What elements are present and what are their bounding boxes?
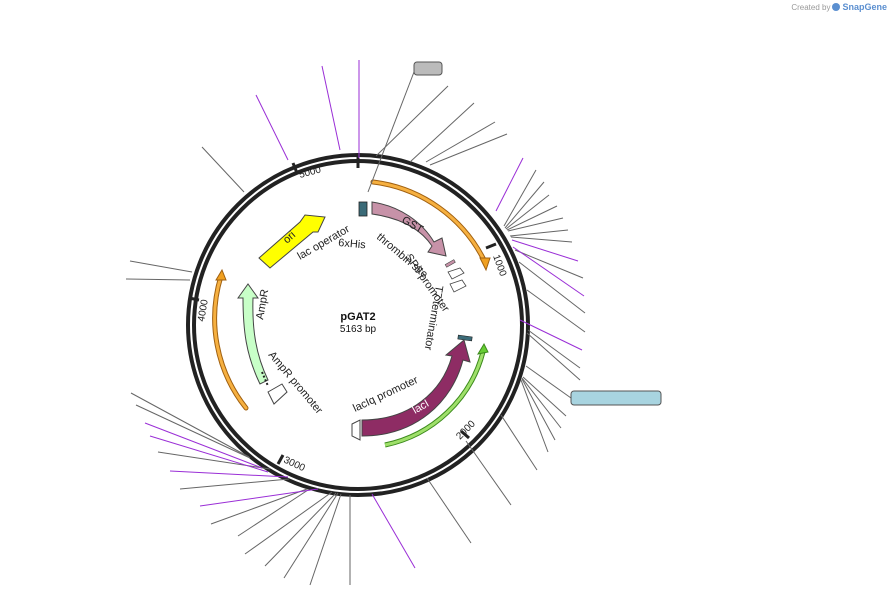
- ori-feature[interactable]: [258, 214, 326, 269]
- sp6-promoter-feature-2[interactable]: [449, 279, 467, 293]
- credit-prefix: Created by: [791, 3, 831, 12]
- plasmid-name: pGAT2: [340, 311, 375, 323]
- cap-binding-site-box[interactable]: [570, 390, 662, 406]
- orange-arcs: [212, 179, 491, 411]
- site-labels: [413, 61, 662, 406]
- leader-36: [201, 146, 245, 193]
- primer-leader-3: [495, 157, 524, 212]
- leader-35: [129, 260, 193, 273]
- leader-13: [526, 289, 586, 333]
- leader-24: [309, 493, 342, 586]
- leader-34: [125, 278, 191, 281]
- leader-10: [510, 236, 573, 243]
- rbs-leader: [367, 71, 415, 193]
- tick-1000: [485, 242, 497, 250]
- leader-9: [509, 229, 569, 237]
- leader-15: [526, 332, 581, 381]
- plasmid-size: 5163 bp: [340, 324, 377, 335]
- credit-brand: SnapGene: [842, 2, 887, 12]
- leader-lines: [125, 60, 586, 586]
- sp6-promoter-feature[interactable]: [447, 267, 465, 280]
- tick-label-5000: 5000: [298, 164, 323, 180]
- primer-leader-1: [321, 65, 341, 151]
- leader-22: [426, 477, 472, 544]
- leader-19: [520, 379, 549, 453]
- thrombin-site-feature[interactable]: [444, 259, 456, 268]
- tick-5000: [291, 162, 299, 174]
- tick-4000: [188, 296, 200, 302]
- leader-2: [425, 121, 496, 163]
- orange-arc-top-head: [479, 257, 491, 272]
- leader-3: [429, 133, 508, 166]
- orange-arc-top-fill: [371, 180, 487, 264]
- cap-binding-site-leader: [525, 365, 572, 399]
- leader-11: [514, 249, 584, 279]
- leader-21: [465, 440, 512, 506]
- ampr-start-marker: [261, 371, 269, 387]
- t7-terminator-label: T7 terminator: [422, 284, 445, 351]
- primer-leader-2: [255, 94, 289, 161]
- leader-32: [135, 404, 251, 459]
- leader-26: [264, 492, 337, 567]
- tick-marks: [188, 155, 497, 465]
- primer-leader-10: [149, 435, 269, 473]
- leader-28: [237, 489, 309, 537]
- leader-27: [244, 491, 333, 555]
- tick-label-4000: 4000: [196, 298, 211, 322]
- orange-arc-left-head: [215, 268, 227, 281]
- primer-leader-8: [199, 488, 319, 507]
- leader-1: [409, 102, 475, 163]
- leader-31: [157, 451, 271, 470]
- leader-5: [504, 181, 545, 229]
- his-tag-feature[interactable]: [358, 201, 368, 217]
- snapgene-credit: Created by SnapGene: [791, 2, 887, 12]
- leader-17: [521, 377, 562, 429]
- ampr-promoter-feature[interactable]: [267, 383, 288, 405]
- ampr-promoter-label: AmpR promoter: [266, 349, 325, 416]
- leader-14: [527, 329, 581, 369]
- gst-feature[interactable]: [371, 201, 447, 257]
- ampr-feature[interactable]: [237, 283, 269, 385]
- laciq-promoter-feature[interactable]: [351, 419, 361, 441]
- leader-33: [130, 392, 250, 458]
- orange-arc-left-fill: [213, 274, 248, 410]
- leader-4: [503, 169, 537, 227]
- primer-leader-6: [519, 319, 583, 351]
- primer-leader-9: [169, 470, 289, 478]
- leader-20: [500, 414, 538, 471]
- leader-6: [505, 194, 550, 230]
- leader-25: [283, 492, 339, 579]
- leader-30: [179, 478, 290, 490]
- sp6-promoter-label: SP6 promoter: [403, 252, 452, 315]
- snapgene-logo-icon: [832, 3, 841, 11]
- tick-3000: [276, 454, 285, 465]
- leader-12: [518, 261, 586, 314]
- primer-leader-11: [144, 422, 263, 469]
- leader-8: [507, 217, 564, 232]
- ampr-label: AmpR: [254, 288, 271, 320]
- laci-feature[interactable]: [361, 339, 471, 437]
- leader-18: [521, 378, 556, 441]
- leader-16: [522, 376, 567, 417]
- leader-29: [210, 488, 308, 525]
- primer-leader-4: [511, 239, 579, 262]
- primer-leader-5: [512, 246, 585, 297]
- tick-2000: [460, 429, 470, 440]
- leader-0: [375, 85, 449, 157]
- green-arc: [384, 342, 489, 448]
- his-tag-label: 6xHis: [338, 237, 367, 251]
- t7-terminator-feature[interactable]: [457, 334, 473, 342]
- rbs-box[interactable]: [413, 61, 443, 76]
- primer-leader-7: [371, 493, 416, 569]
- leader-7: [506, 205, 558, 231]
